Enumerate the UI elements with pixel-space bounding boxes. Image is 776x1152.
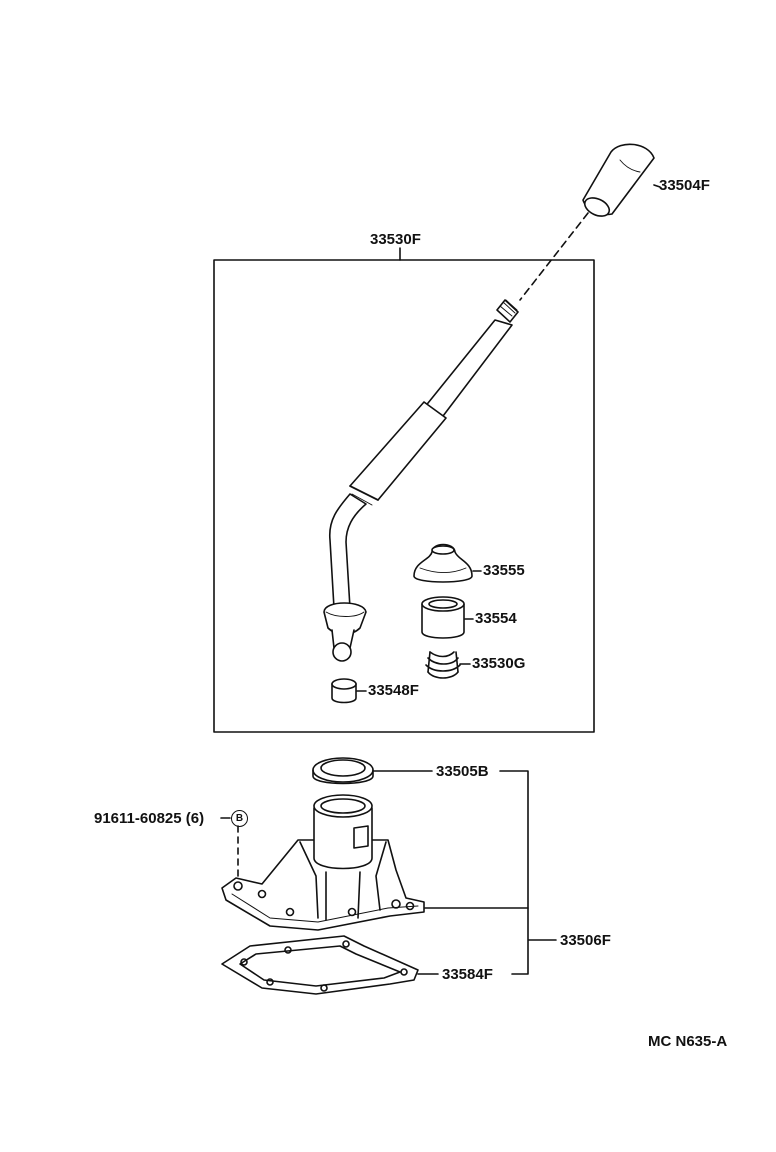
spring-part-number: 33530G — [472, 655, 526, 672]
shift-lever — [323, 299, 519, 662]
knob-alignment-line — [519, 212, 589, 301]
seal-part — [312, 757, 374, 785]
shift-knob — [582, 143, 655, 217]
boot-part-number: 33555 — [483, 562, 525, 579]
lever-assembly-part-number: 33530F — [370, 231, 421, 248]
retainer-housing — [221, 794, 425, 931]
gasket-part — [221, 935, 419, 995]
knob-leader-line — [653, 184, 661, 188]
bushing-part-number: 33554 — [475, 610, 517, 627]
seat-part-number: 33548F — [368, 682, 419, 699]
gasket-part-number: 33584F — [442, 966, 493, 983]
seal-part-number: 33505B — [436, 763, 489, 780]
spring-part — [425, 651, 461, 679]
boot-part — [413, 543, 473, 583]
seat-part — [331, 678, 357, 704]
retainer-assembly-bracket — [499, 770, 557, 975]
bolt-part-number: 91611-60825 (6) — [94, 810, 205, 827]
lever-assembly-box — [213, 259, 595, 733]
knob-part-number: 33504F — [659, 177, 710, 194]
bolt-reference-mark: B — [231, 810, 248, 827]
retainer-assembly-part-number: 33506F — [560, 932, 611, 949]
diagram-code: MC N635-A — [648, 1033, 728, 1050]
bushing-part — [421, 596, 465, 639]
